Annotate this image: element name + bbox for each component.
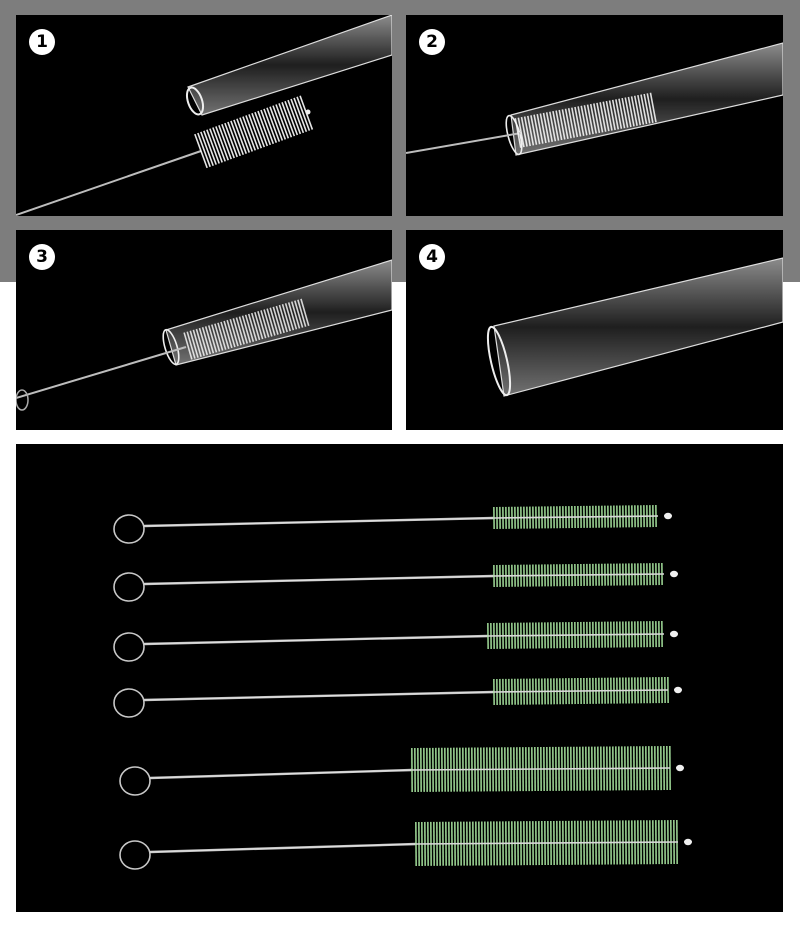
green-bristle-head [411, 745, 671, 793]
brush-tip [664, 512, 672, 520]
brush-tip [674, 686, 682, 694]
green-bristle-head [493, 676, 669, 706]
brush-bristles [194, 95, 314, 169]
brush-2 [113, 563, 678, 602]
cleaning-brush [16, 95, 314, 216]
wire-loop-handle [113, 514, 145, 544]
step-2-illustration [406, 42, 783, 156]
wire-loop-handle [113, 632, 145, 662]
cleaning-brush [16, 298, 310, 411]
brush-1 [113, 505, 672, 544]
step-4-illustration [486, 257, 783, 397]
brush-tip [684, 838, 692, 846]
step-3-illustration [16, 259, 392, 411]
step-1-photo: 1 [16, 15, 392, 216]
glass-straw [486, 257, 783, 397]
step-2-photo: 2 [406, 15, 783, 216]
step-number-badge: 3 [29, 244, 55, 270]
brush-tip [670, 570, 678, 578]
brush-6 [119, 820, 692, 870]
brush-bristles [514, 92, 657, 148]
wire-loop-handle [113, 572, 145, 602]
step-3-photo: 3 [16, 230, 392, 430]
wire-loop-handle [119, 766, 151, 796]
green-bristle-head [415, 820, 679, 867]
brush-4 [113, 676, 682, 718]
brush-set-illustration [113, 505, 692, 870]
brush-tip [670, 630, 678, 638]
glass-straw [162, 259, 392, 366]
brush-5 [119, 745, 684, 796]
green-bristle-head [487, 621, 665, 650]
step-number-badge: 4 [419, 244, 445, 270]
brush-set-photo [16, 444, 783, 912]
brush-tip [676, 764, 684, 772]
brush-3 [113, 621, 678, 662]
step-1-illustration [16, 15, 392, 216]
step-4-photo: 4 [406, 230, 783, 430]
green-bristle-head [493, 563, 665, 588]
wire-loop-handle [119, 840, 151, 870]
glass-straw [185, 15, 392, 116]
green-bristle-head [493, 505, 659, 530]
step-number-badge: 2 [419, 29, 445, 55]
cleaning-brush [406, 92, 657, 154]
brush-bristles [183, 298, 310, 360]
step-number-badge: 1 [29, 29, 55, 55]
wire-loop-handle [113, 688, 145, 718]
